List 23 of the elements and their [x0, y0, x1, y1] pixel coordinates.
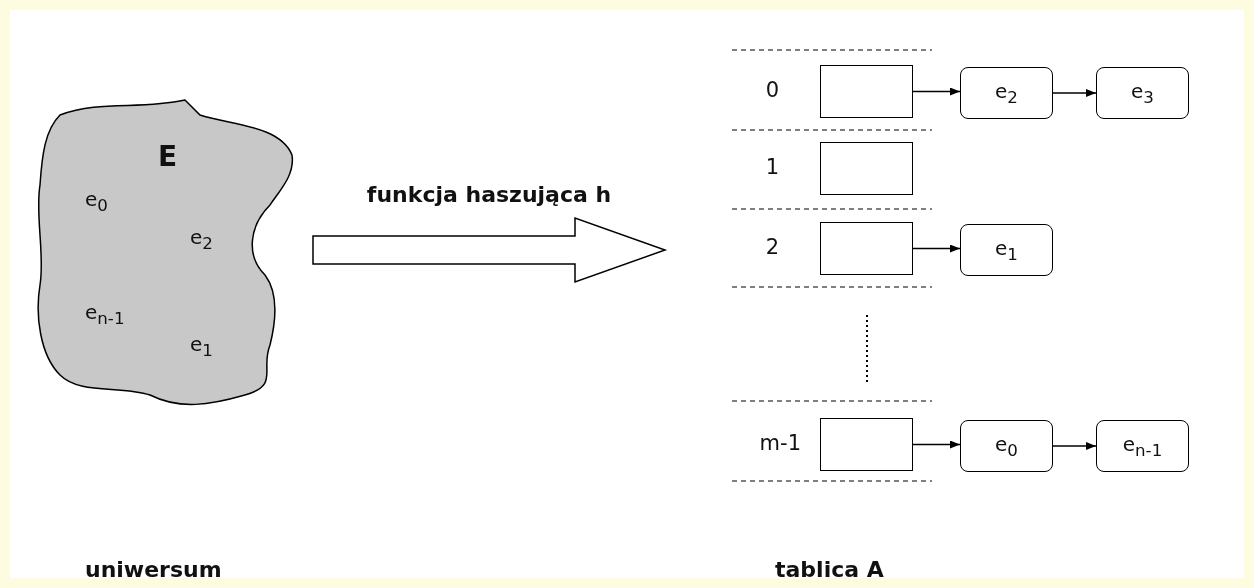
- list-node: e$_{0}$: [960, 420, 1053, 472]
- element-label: e$_{0}$: [85, 187, 108, 215]
- list-node: e$_{n-1}$: [1096, 420, 1189, 472]
- set-label: E: [158, 140, 178, 173]
- list-node: e$_{3}$: [1096, 67, 1189, 119]
- arrow: [1052, 442, 1097, 450]
- slot-index: 1: [765, 155, 779, 179]
- arrow: [912, 244, 961, 253]
- caption: uniwersum: [85, 557, 222, 582]
- block-arrow: [312, 216, 668, 284]
- element-label: e$_{2}$: [190, 225, 213, 253]
- arrow: [912, 440, 961, 449]
- element-label: e$_{1}$: [190, 332, 213, 360]
- slot-index: 0: [765, 78, 779, 102]
- edge-label: funkcja haszująca h: [366, 182, 612, 207]
- arrow: [912, 87, 961, 96]
- element-label: e$_{n-1}$: [85, 300, 125, 328]
- list-node: e$_{2}$: [960, 67, 1053, 119]
- list-node: e$_{1}$: [960, 224, 1053, 276]
- table-heading: tablica A: [775, 557, 884, 582]
- slot-index: 2: [765, 235, 779, 259]
- arrow: [1052, 89, 1097, 97]
- slot-index: m-1: [759, 431, 801, 455]
